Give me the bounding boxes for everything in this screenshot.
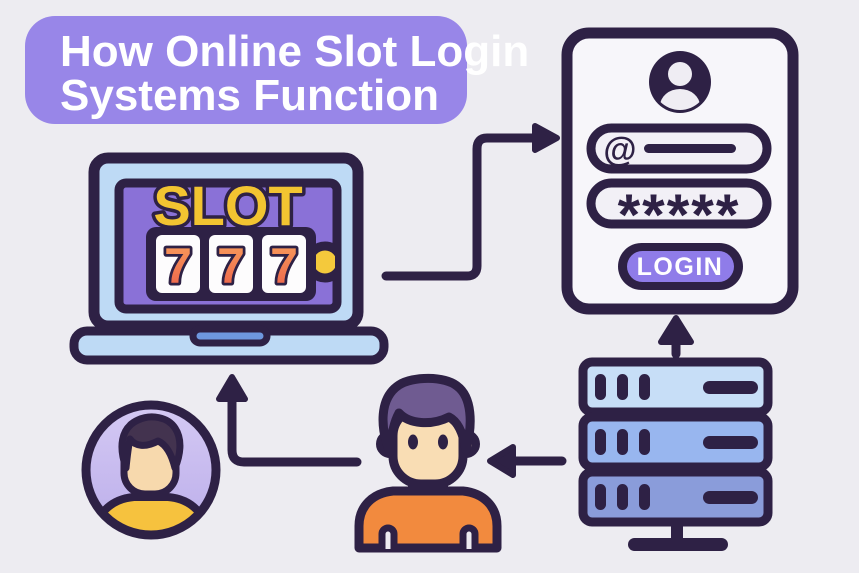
page-title: How Online Slot Login Systems Function: [60, 27, 542, 120]
title-banner-bg: [25, 16, 467, 124]
arrow-person-to-laptop-icon: [216, 374, 362, 467]
arrow-server-to-person-icon: [487, 444, 567, 478]
server-unit: [578, 467, 773, 527]
eye: [408, 434, 418, 450]
arrow-laptop-to-login-icon: [381, 123, 560, 281]
reel-digit: 7: [270, 238, 298, 294]
laptop-base-notch: [189, 325, 271, 347]
shirt-notch: [378, 524, 398, 553]
slot-reel: [262, 235, 306, 293]
arrow-server-to-login-icon: [658, 315, 694, 359]
reel-digit: 7: [164, 238, 192, 294]
login-button-label: LOGIN: [637, 253, 724, 281]
login-card: @ ***** LOGIN: [561, 27, 799, 315]
login-button[interactable]: LOGIN: [618, 243, 743, 290]
title-banner: How Online Slot Login Systems Function: [25, 16, 542, 124]
shirt-notch: [459, 524, 479, 553]
hair: [378, 373, 475, 457]
laptop-slot-machine-icon: SLOT 7 7 7: [69, 152, 389, 365]
server-unit: [578, 357, 773, 417]
server-unit: [578, 412, 773, 472]
password-field[interactable]: *****: [586, 178, 772, 248]
avatar-hair: [118, 413, 184, 472]
slot-machine-icon: SLOT 7 7 7: [146, 185, 335, 301]
avatar-ring: [81, 400, 221, 540]
at-sign-icon: @: [603, 131, 636, 169]
server-foot: [628, 538, 728, 551]
server-rack-icon: [578, 357, 773, 551]
person-icon: [354, 373, 502, 553]
slot-reel: [209, 235, 253, 293]
email-field[interactable]: @: [586, 123, 772, 174]
password-mask-text: *****: [618, 183, 741, 248]
user-avatar-icon: [649, 51, 711, 113]
email-text-line: [644, 144, 736, 153]
profile-avatar-icon: [81, 400, 221, 540]
eye: [438, 434, 448, 450]
reel-digit: 7: [217, 238, 245, 294]
slot-reel: [156, 235, 200, 293]
